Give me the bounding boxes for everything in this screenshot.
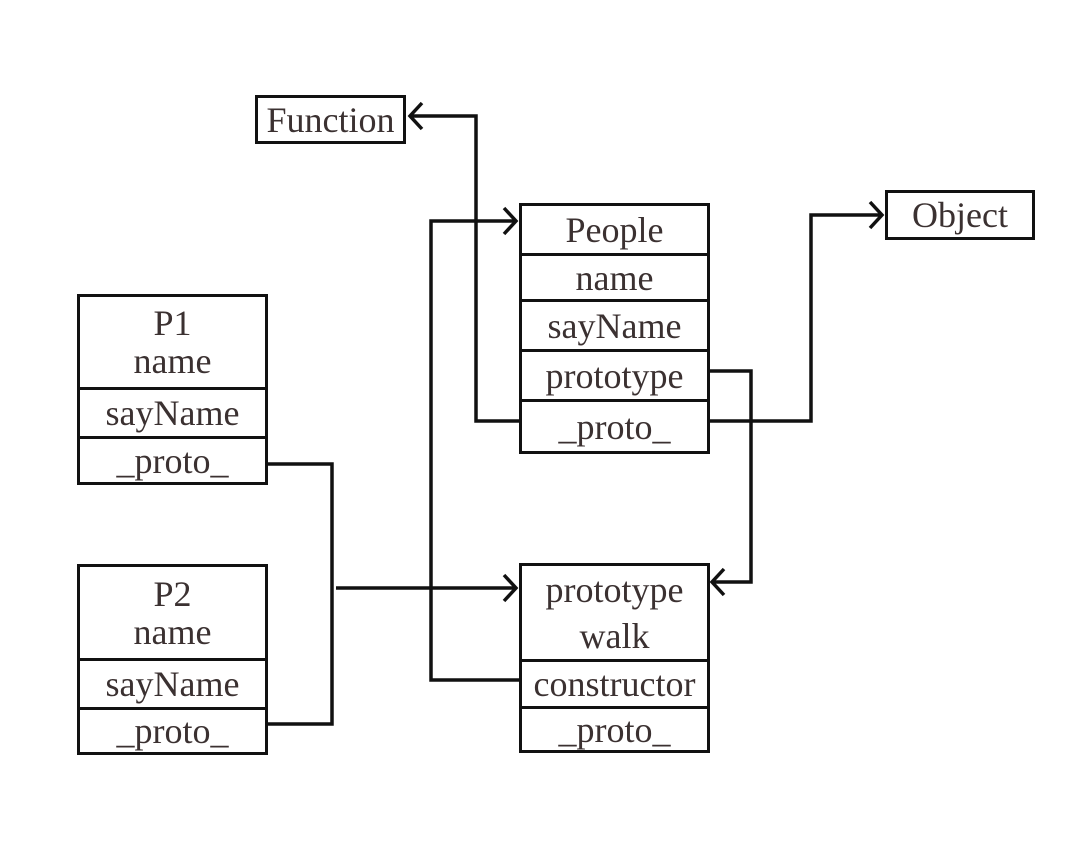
p1-proto-field: _proto_ bbox=[116, 440, 229, 481]
people-sayname-field: sayName bbox=[547, 305, 682, 346]
p1-name-field: name bbox=[133, 341, 212, 381]
prototype-object-constructor-field: constructor bbox=[533, 664, 696, 704]
p1-box: P1 name sayName _proto_ bbox=[77, 294, 268, 485]
p2-box: P2 name sayName _proto_ bbox=[77, 564, 268, 755]
p2-sayname-field: sayName bbox=[105, 664, 240, 704]
prototype-object-left-arrowhead bbox=[502, 573, 519, 603]
object-arrowhead bbox=[868, 200, 885, 230]
people-name-field: name bbox=[575, 257, 654, 298]
object-box: Object bbox=[885, 190, 1035, 240]
prototype-object-proto-field: _proto_ bbox=[558, 709, 671, 750]
prototype-object-walk-field: walk bbox=[579, 615, 650, 656]
p1-sayname-field: sayName bbox=[105, 393, 240, 433]
function-box: Function bbox=[255, 95, 406, 144]
p2-proto-field: _proto_ bbox=[116, 711, 229, 751]
people-proto-to-function-connector bbox=[410, 114, 520, 423]
function-arrowhead bbox=[407, 101, 424, 131]
people-proto-field: _proto_ bbox=[558, 406, 671, 447]
people-proto-to-object-connector bbox=[708, 213, 882, 423]
object-label: Object bbox=[912, 195, 1008, 235]
people-title: People bbox=[565, 209, 664, 250]
p1-title: P1 bbox=[153, 303, 192, 343]
people-box: People name sayName prototype _proto_ bbox=[519, 203, 710, 454]
p2-name-field: name bbox=[133, 611, 212, 652]
p1-p2-proto-connector bbox=[266, 462, 334, 726]
people-prototype-to-prototype-object-connector bbox=[708, 369, 753, 584]
constructor-to-people-connector bbox=[429, 219, 520, 682]
prototype-object-right-arrowhead bbox=[709, 567, 726, 597]
prototype-object-title: prototype bbox=[545, 569, 684, 610]
prototype-object-box: prototype walk constructor _proto_ bbox=[519, 563, 710, 753]
p2-title: P2 bbox=[153, 573, 192, 614]
people-arrowhead bbox=[502, 206, 519, 236]
people-prototype-field: prototype bbox=[545, 355, 684, 396]
function-label: Function bbox=[266, 99, 395, 140]
